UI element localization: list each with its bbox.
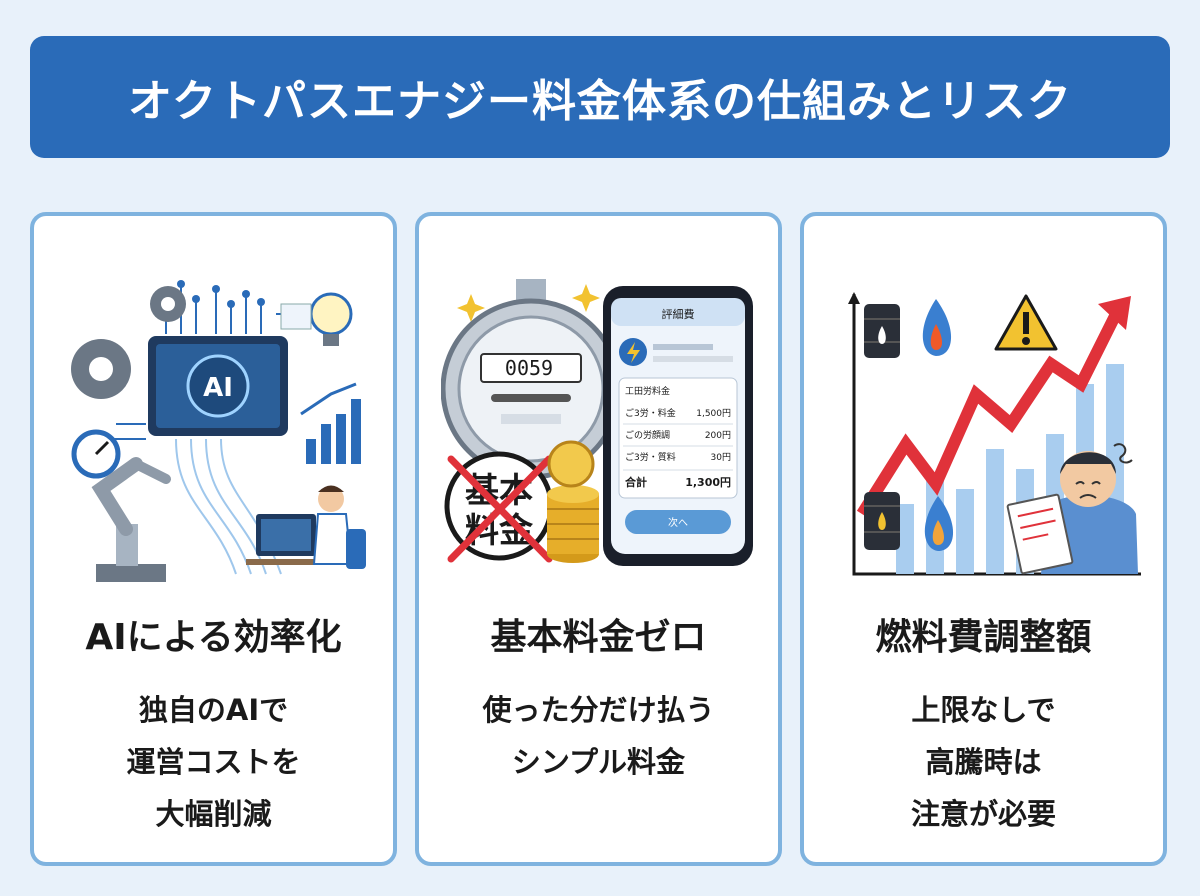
- svg-text:1,300円: 1,300円: [685, 476, 731, 489]
- svg-text:ごの労顔調: ごの労顔調: [625, 429, 670, 441]
- description-line: シンプル料金: [511, 745, 686, 779]
- card-heading: AIによる効率化: [85, 617, 342, 658]
- gear-icon: [71, 286, 186, 399]
- person-icon: [246, 485, 366, 569]
- worried-person-icon: [1006, 443, 1138, 575]
- next-button: [625, 510, 731, 534]
- svg-text:0059: 0059: [505, 356, 553, 380]
- robot-arm-icon: [91, 457, 171, 582]
- description-line: 運営コストを: [126, 745, 301, 779]
- description-line: 使った分だけ払う: [482, 693, 715, 727]
- page-title: オクトパスエナジー料金体系の仕組みとリスク: [127, 76, 1073, 127]
- card-description: 独自のAIで 運営コストを 大幅削減: [34, 684, 393, 840]
- meter-phone-illustration: 0059 基本 料金 評細費: [441, 279, 753, 566]
- svg-text:AI: AI: [203, 373, 233, 403]
- ai-illustration: AI: [71, 280, 366, 582]
- smartphone-icon: 評細費 工田労料金 ご3労・料金 1,500円 ごの労顔調 200円 ご3労・質…: [603, 286, 753, 566]
- description-line: 独自のAIで: [138, 693, 289, 727]
- oil-barrel-icon: [864, 304, 900, 550]
- coin-stack-icon: [547, 440, 599, 563]
- description-line: 上限なしで: [911, 693, 1056, 727]
- description-line: 注意が必要: [910, 797, 1056, 831]
- card-ai-efficiency: AI: [30, 212, 397, 866]
- base-fee-stamp: 基本 料金: [444, 451, 554, 563]
- rising-arrow-icon: [856, 311, 1122, 518]
- svg-text:30円: 30円: [711, 452, 731, 463]
- svg-text:次へ: 次へ: [668, 516, 688, 529]
- lightbulb-icon: [309, 292, 353, 346]
- svg-text:1,500円: 1,500円: [696, 408, 731, 419]
- card-description: 上限なしで 高騰時は 注意が必要: [804, 684, 1163, 840]
- title-banner: オクトパスエナジー料金体系の仕組みとリスク: [30, 36, 1170, 158]
- description-line: 大幅削減: [155, 797, 272, 831]
- fuel-risk-illustration: [848, 292, 1141, 576]
- svg-text:ご3労・質料: ご3労・質料: [625, 451, 676, 463]
- svg-text:合計: 合計: [625, 475, 647, 489]
- card-heading: 基本料金ゼロ: [490, 617, 707, 658]
- gas-flame-icon: [922, 299, 954, 551]
- card-zero-base-fee: 0059 基本 料金 評細費: [415, 212, 782, 866]
- card-heading: 燃料費調整額: [875, 617, 1092, 658]
- svg-text:200円: 200円: [705, 430, 731, 441]
- card-fuel-adjustment: 燃料費調整額 上限なしで 高騰時は 注意が必要: [800, 212, 1167, 866]
- bar-chart-icon: [306, 399, 361, 464]
- warning-icon: [994, 294, 1058, 351]
- svg-text:ご3労・料金: ご3労・料金: [625, 407, 676, 419]
- svg-text:工田労料金: 工田労料金: [625, 385, 670, 397]
- description-line: 高騰時は: [925, 745, 1042, 779]
- svg-text:評細費: 評細費: [662, 307, 695, 321]
- card-description: 使った分だけ払う シンプル料金: [419, 684, 778, 788]
- sparkle-icon: [457, 284, 600, 322]
